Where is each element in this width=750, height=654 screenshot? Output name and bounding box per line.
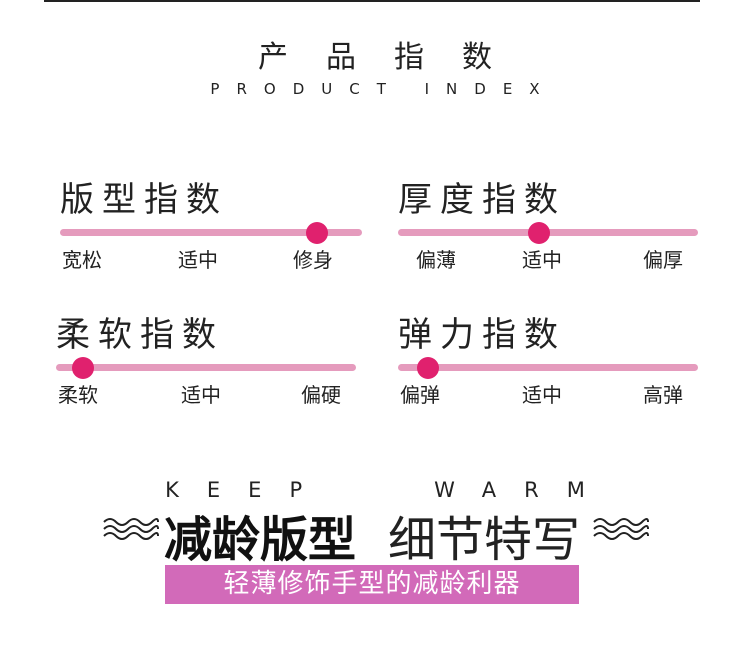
feature-banner-text: 轻薄修饰手型的减龄利器 <box>223 569 521 599</box>
elasticity-index-label-mid: 适中 <box>522 383 562 407</box>
wave-left-icon <box>103 518 159 540</box>
softness-index-knob[interactable] <box>72 357 94 379</box>
keep-warm-caption: KEEP WARM <box>165 478 613 502</box>
softness-index-label-left: 柔软 <box>58 383 98 407</box>
fit-index-label-right: 修身 <box>293 248 333 272</box>
thickness-index: 厚度指数 偏薄 适中 偏厚 <box>398 172 698 272</box>
softness-index: 柔软指数 柔软 适中 偏硬 <box>56 307 356 407</box>
thickness-index-label-mid: 适中 <box>522 248 562 272</box>
page-title: 产品指数 <box>258 40 530 75</box>
top-rule <box>44 0 700 2</box>
softness-index-title: 柔软指数 <box>56 315 224 355</box>
slogan: 减龄版型 细节特写 <box>0 500 750 568</box>
fit-index-label-mid: 适中 <box>178 248 218 272</box>
wave-right-icon <box>593 518 649 540</box>
slogan-light: 细节特写 <box>388 512 581 568</box>
fit-index-label-left: 宽松 <box>62 248 102 272</box>
elasticity-index-track[interactable] <box>398 364 698 371</box>
elasticity-index: 弹力指数 偏弹 适中 高弹 <box>398 307 698 407</box>
softness-index-track[interactable] <box>56 364 356 371</box>
thickness-index-label-right: 偏厚 <box>643 248 683 272</box>
page-subtitle: PRODUCT INDEX <box>210 80 557 98</box>
thickness-index-knob[interactable] <box>528 222 550 244</box>
fit-index: 版型指数 宽松 适中 修身 <box>60 172 362 272</box>
elasticity-index-label-left: 偏弹 <box>400 383 440 407</box>
elasticity-index-knob[interactable] <box>417 357 439 379</box>
elasticity-index-title: 弹力指数 <box>398 315 566 355</box>
thickness-index-label-left: 偏薄 <box>416 248 456 272</box>
feature-banner: 轻薄修饰手型的减龄利器 <box>165 565 579 604</box>
fit-index-track[interactable] <box>60 229 362 236</box>
softness-index-label-right: 偏硬 <box>301 383 341 407</box>
thickness-index-title: 厚度指数 <box>398 180 566 220</box>
fit-index-title: 版型指数 <box>60 180 228 220</box>
softness-index-label-mid: 适中 <box>181 383 221 407</box>
elasticity-index-label-right: 高弹 <box>643 383 683 407</box>
slogan-bold: 减龄版型 <box>164 512 357 568</box>
fit-index-knob[interactable] <box>305 222 328 244</box>
